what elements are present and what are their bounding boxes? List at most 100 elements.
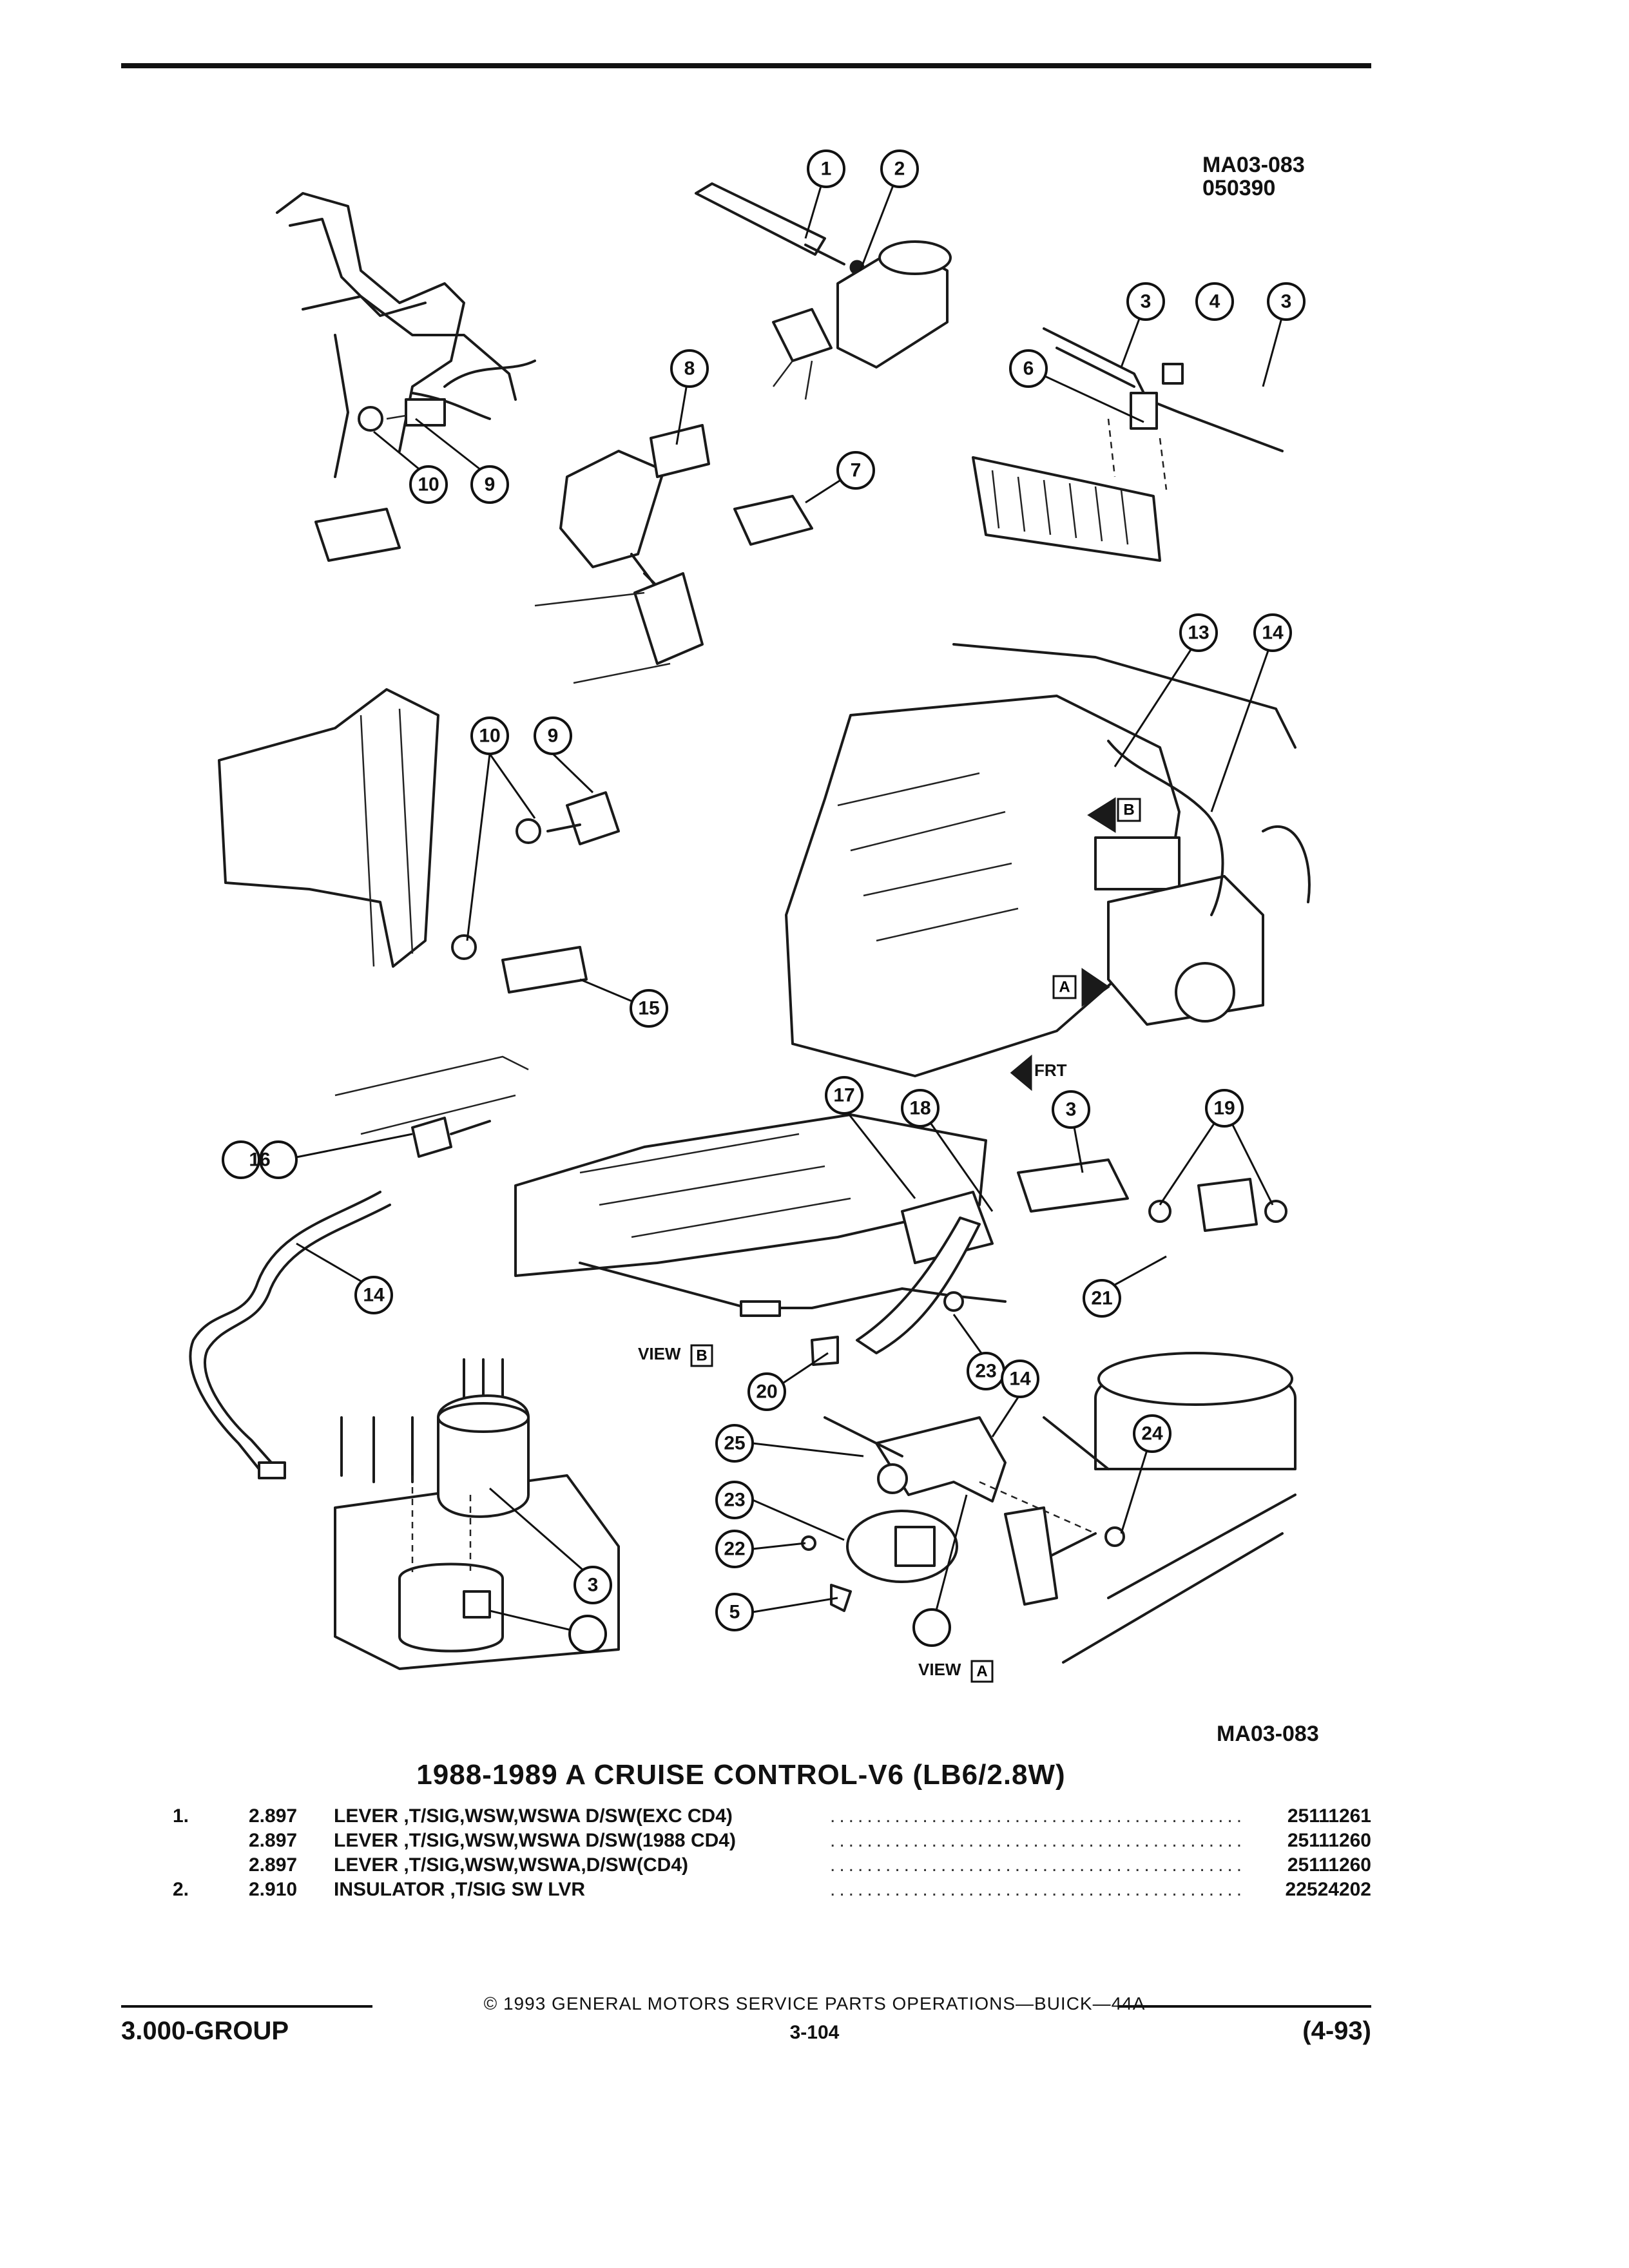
parts-ref-number: 2.897 bbox=[249, 1854, 298, 1876]
svg-text:25: 25 bbox=[724, 1433, 745, 1454]
callout-11: 15 bbox=[630, 989, 668, 1028]
callout-24: 23 bbox=[715, 1481, 754, 1519]
svg-text:5: 5 bbox=[729, 1602, 740, 1623]
view-b-label: VIEW B bbox=[638, 1344, 713, 1367]
callout-4: 4 bbox=[1195, 282, 1234, 321]
parts-description: LEVER ,T/SIG,WSW,WSWA D/SW(1988 CD4) bbox=[334, 1830, 736, 1851]
parts-description: LEVER ,T/SIG,WSW,WSWA,D/SW(CD4) bbox=[334, 1854, 688, 1876]
parts-row: 2. 2.910 INSULATOR ,T/SIG SW LVR .......… bbox=[173, 1878, 1371, 1902]
svg-text:17: 17 bbox=[833, 1085, 854, 1106]
view-marker-a: A bbox=[1052, 968, 1110, 1007]
revision-date: (4-93) bbox=[1302, 2017, 1371, 2045]
svg-text:9: 9 bbox=[548, 726, 559, 747]
svg-text:1: 1 bbox=[821, 159, 832, 180]
parts-part-number: 25111261 bbox=[1287, 1805, 1371, 1827]
parts-ref-number: 2.897 bbox=[249, 1830, 298, 1851]
svg-text:3: 3 bbox=[588, 1575, 599, 1596]
turn-signal-lever bbox=[695, 182, 865, 275]
callout-15: 17 bbox=[825, 1076, 863, 1115]
callout-3c: 14 bbox=[354, 1276, 393, 1314]
parts-part-number: 22524202 bbox=[1285, 1879, 1371, 1900]
svg-text:A: A bbox=[976, 1663, 987, 1680]
callout-10: 10 bbox=[409, 465, 448, 504]
callout-17: 3 bbox=[1052, 1090, 1090, 1129]
svg-text:18: 18 bbox=[909, 1098, 930, 1119]
top-rule bbox=[121, 63, 1371, 68]
callout-14: 14 bbox=[1253, 613, 1292, 652]
callout-25: 3 bbox=[574, 1566, 612, 1604]
callout-1: 1 bbox=[807, 149, 845, 188]
parts-item-number: 2. bbox=[173, 1879, 189, 1900]
svg-text:B: B bbox=[696, 1347, 707, 1365]
parts-list: 1. 2.897 LEVER ,T/SIG,WSW,WSWA D/SW(EXC … bbox=[173, 1804, 1371, 1902]
svg-text:VIEW: VIEW bbox=[638, 1344, 681, 1363]
footer-rule-left bbox=[121, 2005, 372, 2008]
callout-20: 24 bbox=[1133, 1414, 1171, 1453]
parts-part-number: 25111260 bbox=[1287, 1830, 1371, 1851]
callout-23: 20 bbox=[747, 1372, 786, 1411]
svg-text:24: 24 bbox=[1141, 1423, 1163, 1445]
cruise-servo-view-a bbox=[801, 1352, 1296, 1664]
page-number: 3-104 bbox=[789, 2022, 840, 2043]
svg-text:19: 19 bbox=[1213, 1098, 1235, 1119]
svg-text:FRT: FRT bbox=[1034, 1061, 1067, 1080]
parts-part-number: 25111260 bbox=[1287, 1854, 1371, 1876]
callout-16: 18 bbox=[901, 1089, 940, 1128]
svg-text:15: 15 bbox=[638, 998, 659, 1019]
brake-pedal-assembly bbox=[276, 192, 536, 562]
svg-text:9: 9 bbox=[485, 474, 496, 495]
callout-3b: 3 bbox=[1267, 282, 1306, 321]
svg-text:21: 21 bbox=[1091, 1288, 1112, 1309]
svg-text:20: 20 bbox=[756, 1381, 777, 1403]
svg-text:10: 10 bbox=[418, 474, 439, 495]
callout-23b: 22 bbox=[715, 1530, 754, 1568]
parts-item-number: 1. bbox=[173, 1805, 189, 1827]
document-title: 1988-1989 A CRUISE CONTROL-V6 (LB6/2.8W) bbox=[416, 1759, 1066, 1791]
intake-manifold-bracket bbox=[514, 1113, 1287, 1366]
svg-text:7: 7 bbox=[851, 460, 862, 481]
engine-compartment bbox=[785, 643, 1311, 1077]
callout-3d: 5 bbox=[715, 1593, 754, 1631]
callout-7: 7 bbox=[836, 451, 875, 490]
svg-text:14: 14 bbox=[1262, 622, 1284, 644]
exploded-parts-diagram: B A FRT VIEW B bbox=[189, 149, 1311, 1683]
front-arrow: FRT bbox=[1010, 1054, 1067, 1091]
figure-id-bottom: MA03-083 bbox=[1217, 1722, 1319, 1746]
figure-id-block: MA03-083 050390 bbox=[1202, 153, 1305, 200]
parts-row: 2.897 LEVER ,T/SIG,WSW,WSWA,D/SW(CD4) ..… bbox=[173, 1853, 1371, 1878]
callout-3: 3 bbox=[1126, 282, 1165, 321]
callout-9: 9 bbox=[470, 465, 509, 504]
footer-rule-right bbox=[1118, 2005, 1371, 2008]
callout-22 bbox=[912, 1608, 951, 1647]
vacuum-hose-tee-assembly bbox=[972, 327, 1284, 562]
svg-text:23: 23 bbox=[975, 1361, 996, 1382]
svg-text:23: 23 bbox=[724, 1490, 745, 1511]
svg-text:3: 3 bbox=[1141, 291, 1152, 312]
callout-21: 14 bbox=[1001, 1360, 1039, 1398]
vacuum-hose-route bbox=[189, 1055, 529, 1479]
parts-description: INSULATOR ,T/SIG SW LVR bbox=[334, 1879, 585, 1900]
parts-description: LEVER ,T/SIG,WSW,WSWA D/SW(EXC CD4) bbox=[334, 1805, 733, 1827]
parts-ref-number: 2.897 bbox=[249, 1805, 298, 1827]
cruise-module-cylinder bbox=[772, 240, 952, 400]
view-marker-b: B bbox=[1087, 797, 1141, 833]
svg-text:6: 6 bbox=[1023, 358, 1034, 380]
leader-lines bbox=[283, 168, 1287, 1635]
callout-2: 2 bbox=[880, 149, 919, 188]
svg-text:14: 14 bbox=[363, 1285, 385, 1306]
callout-13-12: 16 bbox=[222, 1140, 298, 1179]
figure-id: MA03-083 bbox=[1202, 153, 1305, 177]
svg-text:A: A bbox=[1059, 979, 1070, 996]
callout-13: 13 bbox=[1179, 613, 1218, 652]
svg-text:10: 10 bbox=[479, 726, 500, 747]
svg-text:B: B bbox=[1123, 802, 1134, 819]
svg-text:3: 3 bbox=[1281, 291, 1292, 312]
callout-14b: 23 bbox=[967, 1352, 1005, 1390]
callout-9b: 9 bbox=[534, 716, 572, 755]
svg-text:14: 14 bbox=[1009, 1369, 1031, 1390]
dot-leader: ........................................… bbox=[830, 1830, 1242, 1851]
group-label: 3.000-GROUP bbox=[121, 2017, 289, 2045]
callout-19: 21 bbox=[1083, 1279, 1121, 1318]
brake-switch-bracket bbox=[218, 688, 620, 994]
dot-leader: ........................................… bbox=[830, 1854, 1242, 1876]
